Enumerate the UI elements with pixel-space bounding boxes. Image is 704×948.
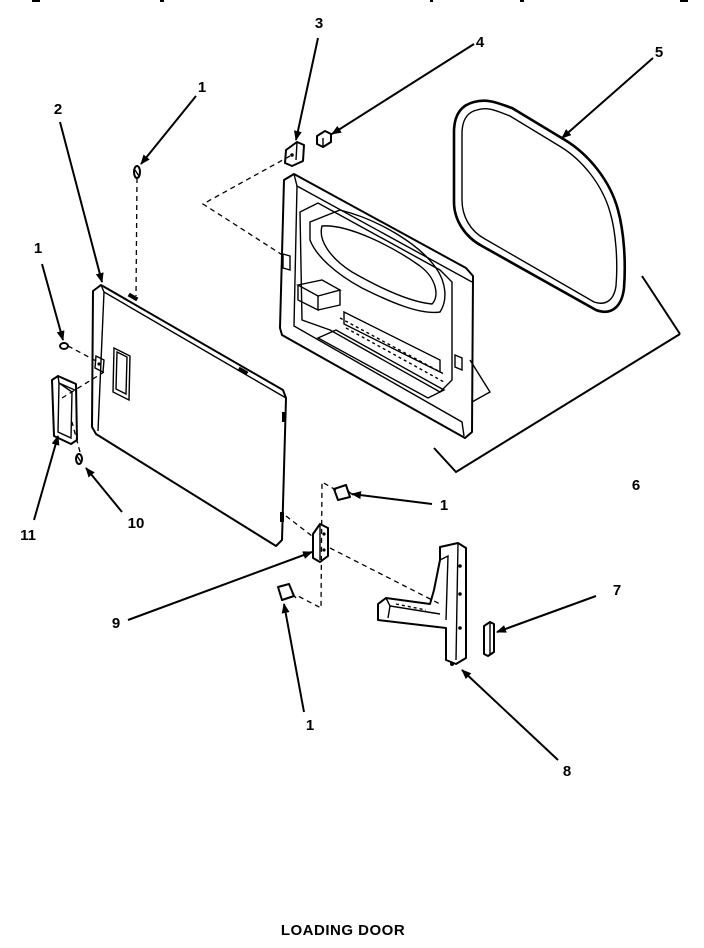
callout-labels: 1 2 3 4 5 1 6 11 10 1 7 9 1 8 [20, 15, 663, 780]
callout-1-left: 1 [34, 240, 42, 257]
door-bezel-assembly [279, 173, 681, 474]
screw-hinge-lower [277, 583, 297, 601]
diagram-caption: LOADING DOOR [280, 922, 406, 939]
callout-10: 10 [128, 515, 145, 532]
door-gasket [452, 99, 627, 313]
callout-11: 11 [20, 527, 36, 544]
callout-3: 3 [315, 15, 323, 32]
callout-9: 9 [112, 615, 120, 632]
loading-door-panel [91, 284, 287, 547]
callout-6: 6 [632, 477, 640, 494]
scan-artifacts [32, 0, 688, 2]
screw-hinge-upper [333, 484, 354, 501]
latch-clip [483, 621, 495, 657]
handle-screw [75, 453, 83, 465]
door-handle [51, 375, 78, 445]
hinge-clip [316, 130, 332, 148]
screw-top [133, 165, 141, 179]
screw-left [59, 342, 69, 350]
assembly-dashed-lines [61, 155, 441, 610]
hinge-bracket-upper [284, 141, 305, 167]
callout-7: 7 [613, 582, 621, 599]
callout-1-bottom: 1 [306, 717, 314, 734]
callout-4: 4 [476, 34, 485, 51]
hinge-support-bracket [377, 542, 467, 666]
callout-8: 8 [563, 763, 571, 780]
callout-5: 5 [655, 44, 663, 61]
leader-lines [33, 37, 654, 761]
callout-2: 2 [54, 101, 62, 118]
hinge-lower [312, 523, 329, 563]
callout-1-mid: 1 [440, 497, 448, 514]
callout-1-top: 1 [198, 79, 206, 96]
